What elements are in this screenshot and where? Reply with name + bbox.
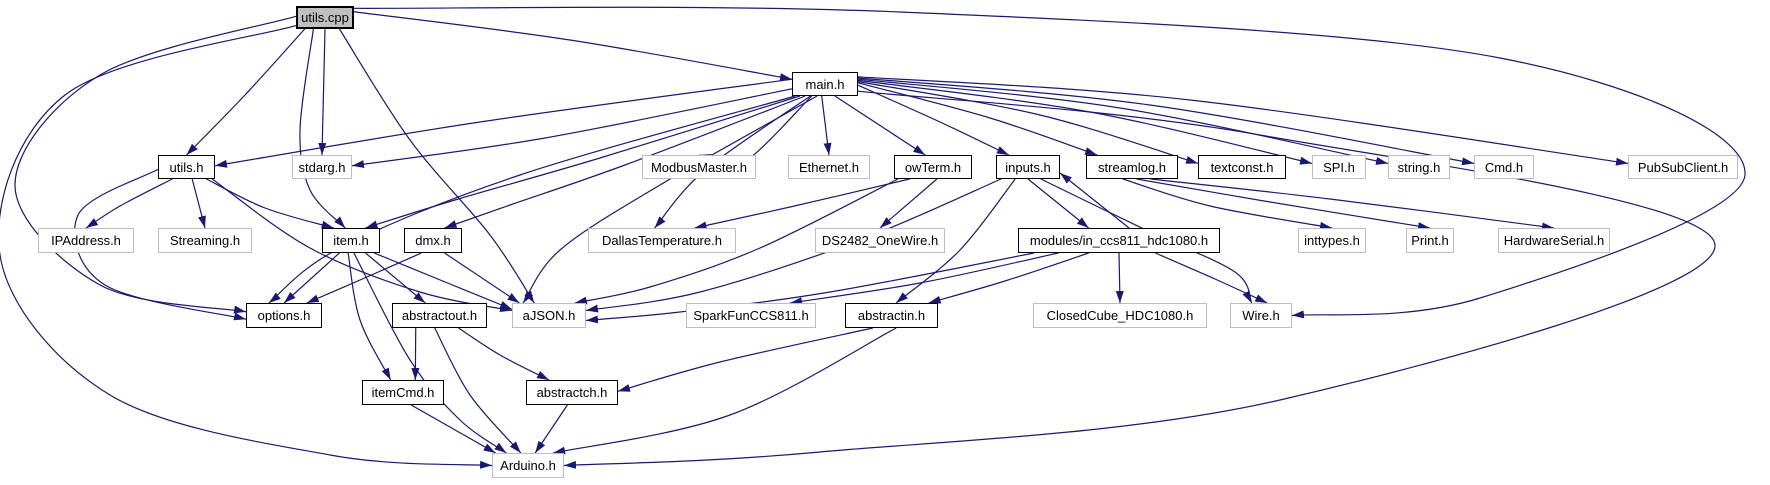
edge-main_h-to-Ethernet_h <box>821 95 832 156</box>
edge-inputs_h-to-aJSON_h <box>585 178 1002 313</box>
edge-abstractin_h-to-abstractch_h <box>617 327 874 392</box>
node-inttypes_h: inttypes.h <box>1298 228 1366 253</box>
edge-main_h-to-Cmd_h <box>857 77 1475 166</box>
edge-modules_in_ccs811-to-inputs_h <box>1059 172 1130 229</box>
node-modules_in_ccs811[interactable]: modules/in_ccs811_hdc1080.h <box>1018 228 1220 253</box>
node-Cmd_h: Cmd.h <box>1474 155 1534 179</box>
edge-streamlog_h-to-HardwareSerial_h <box>1150 178 1555 231</box>
edge-modules_in_ccs811-to-Wire_h <box>1155 252 1268 304</box>
node-arduino_h: Arduino.h <box>492 453 564 478</box>
node-itemCmd_h[interactable]: itemCmd.h <box>362 380 444 405</box>
edge-main_h-to-item_h <box>365 95 801 229</box>
node-dmx_h[interactable]: dmx.h <box>404 228 462 253</box>
edge-inputs_h-to-abstractin_h <box>895 178 1016 304</box>
node-textconst_h[interactable]: textconst.h <box>1198 155 1286 179</box>
edge-utils_cpp-to-stdarg_h <box>318 28 327 156</box>
edge-dmx_h-to-options_h <box>306 252 422 304</box>
node-item_h[interactable]: item.h <box>322 228 380 253</box>
node-Ethernet_h: Ethernet.h <box>788 155 870 179</box>
edge-utils_cpp-to-utils_h <box>186 28 306 156</box>
node-utils_cpp: utils.cpp <box>296 6 354 29</box>
edge-main_h-to-options_h <box>268 95 796 304</box>
edge-dmx_h-to-aJSON_h <box>444 252 520 304</box>
edge-itemCmd_h-to-arduino_h <box>410 404 496 454</box>
edge-utils_h-to-item_h <box>206 178 334 229</box>
edge-utils_cpp-to-item_h <box>299 28 346 229</box>
edge-item_h-to-itemCmd_h <box>347 252 392 381</box>
node-SparkFunCCS811_h: SparkFunCCS811.h <box>686 303 816 328</box>
node-utils_h[interactable]: utils.h <box>158 155 215 179</box>
node-options_h[interactable]: options.h <box>246 303 322 328</box>
edge-utils_h-to-options_h <box>74 168 247 321</box>
edge-item_h-to-options_h <box>283 252 340 304</box>
edge-utils_h-to-IPAddress_h <box>85 178 173 229</box>
edge-modules_in_ccs811-to-abstractin_h <box>928 252 1089 304</box>
node-DallasTemperature_h: DallasTemperature.h <box>588 228 736 253</box>
node-DS2482_OneWire_h: DS2482_OneWire.h <box>815 228 945 253</box>
edge-main_h-to-arduino_h <box>563 90 1716 469</box>
edge-abstractin_h-to-arduino_h <box>553 327 897 455</box>
edge-utils_cpp-to-arduino_h <box>0 24 493 469</box>
edge-item_h-to-aJSON_h <box>373 252 513 310</box>
edge-utils_cpp-to-main_h <box>353 11 793 82</box>
edge-main_h-to-aJSON_h <box>522 95 818 304</box>
node-inputs_h[interactable]: inputs.h <box>996 155 1060 179</box>
edge-abstractch_h-to-arduino_h <box>534 404 568 454</box>
node-Print_h: Print.h <box>1406 228 1454 253</box>
node-Streaming_h: Streaming.h <box>158 228 252 253</box>
edge-owTerm_h-to-aJSON_h <box>574 178 899 305</box>
edge-abstractout_h-to-abstractch_h <box>458 327 550 381</box>
node-streamlog_h[interactable]: streamlog.h <box>1086 155 1178 179</box>
edge-abstractout_h-to-arduino_h <box>434 327 522 454</box>
node-owTerm_h[interactable]: owTerm.h <box>894 155 972 179</box>
edge-main_h-to-stdarg_h <box>351 88 793 169</box>
edge-main_h-to-dmx_h <box>444 95 806 229</box>
edge-modules_in_ccs811-to-ClosedCube_HDC1080_h <box>1115 252 1124 304</box>
edge-main_h-to-PubSubClient_h <box>857 76 1629 166</box>
node-string_h: string.h <box>1388 155 1450 179</box>
node-IPAddress_h: IPAddress.h <box>38 228 134 253</box>
edge-main_h-to-textconst_h <box>857 81 1199 164</box>
node-aJSON_h: aJSON.h <box>512 303 586 328</box>
edge-utils_cpp-to-aJSON_h <box>338 28 535 304</box>
edge-owTerm_h-to-DS2482_OneWire_h <box>879 178 938 229</box>
edge-modules_in_ccs811-to-aJSON_h <box>585 252 1035 324</box>
edge-inputs_h-to-modules_in_ccs811 <box>1027 178 1090 229</box>
node-HardwareSerial_h: HardwareSerial.h <box>1498 228 1610 253</box>
node-stdarg_h: stdarg.h <box>292 155 352 179</box>
node-abstractout_h[interactable]: abstractout.h <box>392 303 487 328</box>
edge-utils_cpp-to-options_h <box>14 15 297 314</box>
edge-item_h-to-abstractout_h <box>365 252 426 304</box>
node-ModbusMaster_h: ModbusMaster.h <box>642 155 756 179</box>
node-abstractin_h[interactable]: abstractin.h <box>845 303 938 328</box>
edge-modules_in_ccs811-to-SparkFunCCS811_h <box>789 252 1059 306</box>
edge-utils_h-to-Streaming_h <box>191 178 206 229</box>
node-SPI_h: SPI.h <box>1312 155 1366 179</box>
edge-item_h-to-arduino_h <box>353 252 507 454</box>
edge-streamlog_h-to-Print_h <box>1136 178 1431 231</box>
node-ClosedCube_HDC1080_h: ClosedCube_HDC1080.h <box>1033 303 1207 328</box>
edge-owTerm_h-to-DallasTemperature_h <box>694 178 910 230</box>
edge-main_h-to-inputs_h <box>857 84 1010 156</box>
edge-streamlog_h-to-inttypes_h <box>1122 178 1333 230</box>
node-Wire_h: Wire.h <box>1230 303 1292 328</box>
edge-main_h-to-utils_h <box>214 78 793 168</box>
edge-main_h-to-owTerm_h <box>834 95 926 156</box>
edge-main_h-to-SPI_h <box>857 79 1313 165</box>
edge-main_h-to-streamlog_h <box>857 82 1098 156</box>
node-abstractch_h[interactable]: abstractch.h <box>526 380 618 405</box>
node-PubSubClient_h: PubSubClient.h <box>1628 155 1738 179</box>
edge-utils_cpp-to-Wire_h <box>353 6 1746 319</box>
edge-main_h-to-string_h <box>857 78 1389 165</box>
node-main_h[interactable]: main.h <box>792 72 858 96</box>
